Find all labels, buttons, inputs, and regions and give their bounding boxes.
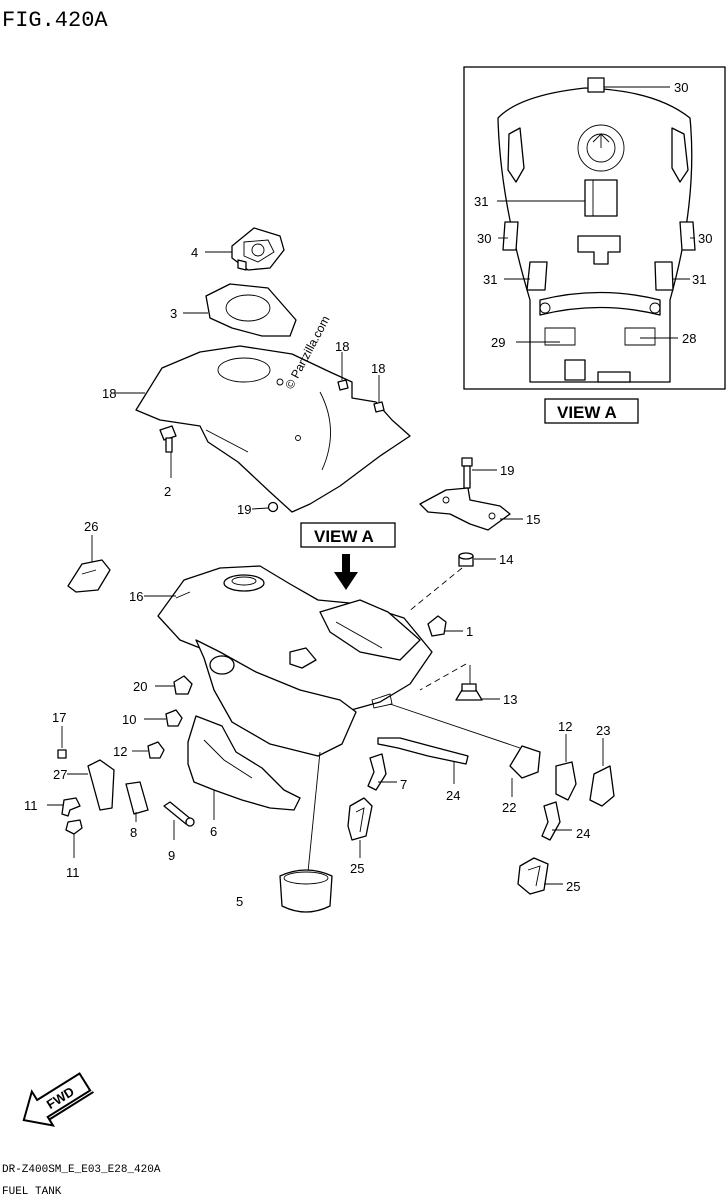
part-screw-18b <box>373 401 385 413</box>
callout-12: 10 <box>122 712 136 727</box>
part-cushion-20 <box>427 615 447 637</box>
part-clip-10 <box>57 749 67 759</box>
part-bolt-15 <box>461 457 473 489</box>
callout-2: 18 <box>102 386 116 401</box>
callout-27: 23 <box>596 723 610 738</box>
part-pad-27 <box>589 765 615 807</box>
callout-14: 15 <box>526 512 540 527</box>
callout-30: 30 <box>477 231 491 246</box>
part-bracket-7 <box>87 759 115 811</box>
callout-16: 14 <box>499 552 513 567</box>
callout-31: 31 <box>692 272 706 287</box>
part-clamp-25b <box>517 857 549 895</box>
part-cover-23 <box>555 761 577 801</box>
callout-8: 8 <box>130 825 137 840</box>
callout-18: 18 <box>335 339 349 354</box>
callout-19: 2 <box>164 484 171 499</box>
callout-28: 28 <box>682 331 696 346</box>
part-cover-5 <box>279 869 333 913</box>
assembly-line-17 <box>419 663 467 691</box>
part-cap-plate <box>205 283 297 337</box>
callout-11: 11 <box>66 865 80 880</box>
callout-31: 31 <box>483 272 497 287</box>
callout-26: 26 <box>84 519 98 534</box>
callout-9: 9 <box>168 848 175 863</box>
part-screw-18a <box>337 379 349 391</box>
callout-13: 20 <box>133 679 147 694</box>
view-a-main-label: VIEW A <box>300 522 396 548</box>
callout-7: 27 <box>53 767 67 782</box>
figure-code: DR-Z400SM_E_E03_E28_420A <box>2 1164 161 1176</box>
callout-30: 30 <box>674 80 688 95</box>
assembly-line-16 <box>407 567 463 613</box>
part-fuel-tank <box>157 565 433 757</box>
callout-29: 29 <box>491 335 505 350</box>
callout-3: 3 <box>170 306 177 321</box>
part-tank-cover <box>135 345 411 513</box>
svg-text:VIEW A: VIEW A <box>314 527 374 546</box>
callout-10: 17 <box>52 710 66 725</box>
part-bracket-26 <box>67 559 111 593</box>
callout-24: 7 <box>400 777 407 792</box>
callout-4: 4 <box>191 245 198 260</box>
part-cushion-12b <box>147 741 165 759</box>
part-damper-17 <box>455 683 483 701</box>
figure-title: FIG.420A <box>2 8 108 33</box>
part-cushion-16 <box>458 552 474 567</box>
callout-31: 31 <box>474 194 488 209</box>
callout-30: 30 <box>698 231 712 246</box>
part-cushion-13 <box>173 675 193 695</box>
assembly-line-5 <box>307 751 321 873</box>
part-clamp-25a <box>347 797 373 841</box>
callout-22: 22 <box>502 800 516 815</box>
callout-12: 12 <box>113 744 127 759</box>
part-clip-11a <box>61 797 81 817</box>
callout-17: 13 <box>503 692 517 707</box>
view-a-inset-label: VIEW A <box>544 398 639 424</box>
svg-text:VIEW A: VIEW A <box>557 403 617 422</box>
callout-11: 11 <box>24 798 38 813</box>
part-bolt-19 <box>159 425 177 453</box>
part-grommet-19 <box>267 501 279 513</box>
leader-19b <box>251 507 269 510</box>
part-heat-shield-6 <box>187 715 301 811</box>
callout-5: 5 <box>236 894 243 909</box>
inset-tank-underside <box>497 77 696 383</box>
assembly-line-22 <box>389 703 521 749</box>
part-bracket-14 <box>419 487 511 531</box>
figure-name: FUEL TANK <box>2 1186 62 1198</box>
part-cushion-12a <box>165 709 183 727</box>
fwd-arrow-icon: FWD <box>22 1072 94 1127</box>
callout-25: 25 <box>350 861 364 876</box>
part-pin-9 <box>163 801 195 827</box>
callout-21: 24 <box>446 788 460 803</box>
view-direction-arrow <box>334 554 358 590</box>
callout-23: 12 <box>558 719 572 734</box>
callout-19: 19 <box>237 502 251 517</box>
part-bracket-22 <box>509 745 541 779</box>
part-clip-24a <box>367 753 387 791</box>
callout-6: 6 <box>210 824 217 839</box>
part-clip-11b <box>65 819 83 835</box>
part-damper-8 <box>125 781 149 815</box>
callout-1: 16 <box>129 589 143 604</box>
part-clip-24b <box>541 801 561 841</box>
callout-24: 24 <box>576 826 590 841</box>
part-fuel-cap <box>231 227 285 271</box>
callout-15: 19 <box>500 463 514 478</box>
callout-18: 18 <box>371 361 385 376</box>
callout-20: 1 <box>466 624 473 639</box>
callout-25: 25 <box>566 879 580 894</box>
part-strip-21 <box>377 737 469 765</box>
inset-frame <box>463 66 726 390</box>
